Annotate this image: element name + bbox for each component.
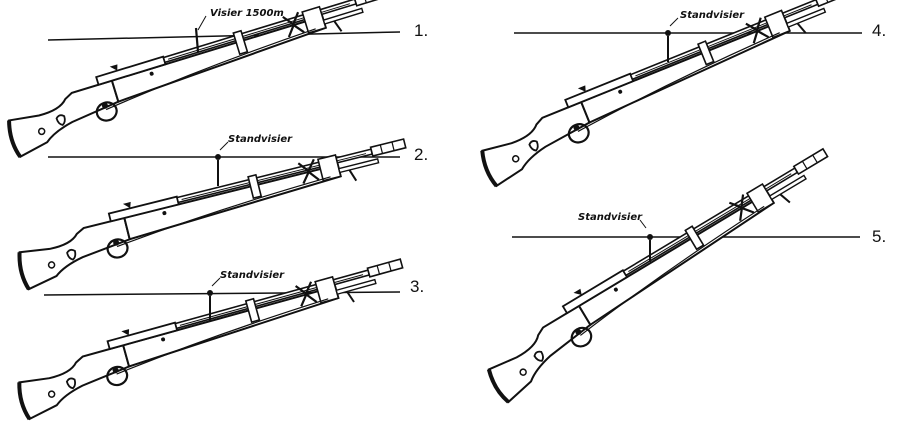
sight-label-3: Standvisier (220, 270, 285, 281)
figure-5: Standvisier 5. (472, 142, 886, 406)
figure-number-2: 2. (414, 145, 428, 164)
figure-number-3: 3. (410, 277, 424, 296)
line-of-sight-1 (47, 31, 401, 41)
sight-label-2: Standvisier (228, 134, 293, 145)
rifle-5 (472, 142, 854, 406)
sight-label-1: Visier 1500m (210, 8, 284, 19)
rifle-3 (8, 252, 417, 422)
rear-sight-raised (194, 27, 200, 53)
sight-label-4: Standvisier (680, 10, 745, 21)
sight-label-5: Standvisier (578, 212, 643, 223)
figure-number-4: 4. (872, 21, 886, 40)
figure-3: Standvisier 3. (8, 252, 424, 422)
figure-4: Standvisier 4. (469, 0, 886, 190)
figure-number-1: 1. (414, 21, 428, 40)
figure-2: Standvisier 2. (9, 132, 428, 292)
figure-1: Visier 1500m 1. (0, 0, 428, 160)
figure-number-5: 5. (872, 227, 886, 246)
